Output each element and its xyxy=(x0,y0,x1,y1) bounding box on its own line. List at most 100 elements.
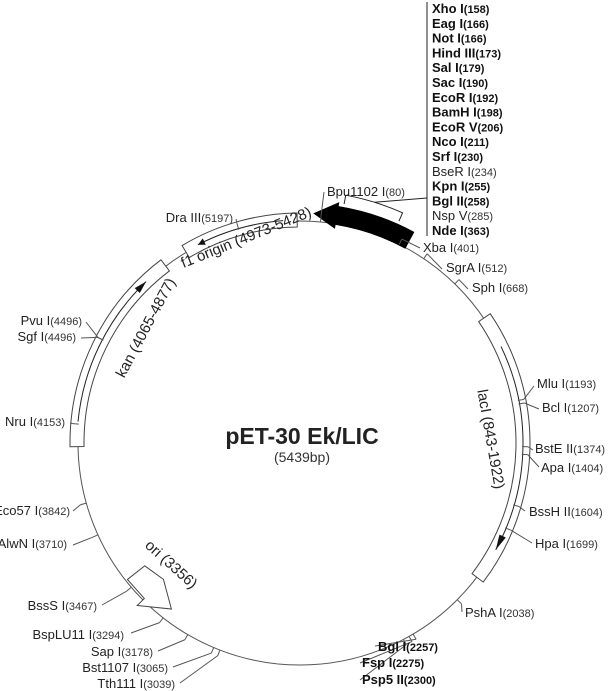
site-label: BssH II(1604) xyxy=(529,504,603,519)
site-label: Bst1107 I(3065) xyxy=(82,660,168,675)
enzyme-name: BssH II xyxy=(529,504,571,519)
mcs-site-label: Nde I(363) xyxy=(432,223,490,238)
enzyme-name: Psp5 II xyxy=(362,672,404,687)
cut-position: (198) xyxy=(477,108,503,120)
site-tick xyxy=(80,502,87,506)
cut-position: (190) xyxy=(462,78,488,90)
enzyme-name: Bgl I xyxy=(378,639,406,654)
enzyme-name: Xho I xyxy=(432,1,464,16)
enzyme-name: Hpa I xyxy=(535,536,566,551)
mcs-site-label: Eag I(166) xyxy=(432,16,489,31)
cut-position: (2300) xyxy=(404,675,436,687)
site-leader xyxy=(374,638,417,647)
site-label: Hpa I(1699) xyxy=(535,536,598,551)
site-tick xyxy=(126,586,132,592)
site-tick xyxy=(159,617,164,623)
leader-lines xyxy=(69,2,540,684)
feature-box-2: lacI (843-1922) xyxy=(471,313,531,583)
mcs-site-label: Hind III(173) xyxy=(432,45,501,60)
plasmid-size: (5439bp) xyxy=(274,449,330,465)
site-leader xyxy=(172,652,212,668)
enzyme-name: Bcl I xyxy=(542,400,567,415)
enzyme-name: SgrA I xyxy=(446,260,481,275)
enzyme-name: Pvu I xyxy=(21,313,51,328)
arrowhead-icon xyxy=(197,238,206,245)
site-label: PshA I(2038) xyxy=(465,605,534,620)
cut-position: (255) xyxy=(465,182,491,194)
site-label: Nru I(4153) xyxy=(5,414,65,429)
site-label: Sgf I(4496) xyxy=(17,329,76,344)
cut-position: (173) xyxy=(475,48,501,60)
site-tick xyxy=(92,534,99,538)
enzyme-name: Nco I xyxy=(432,134,464,149)
enzyme-name: Not I xyxy=(432,31,461,46)
site-tick xyxy=(408,636,413,642)
cut-position: (3039) xyxy=(143,679,175,691)
site-label: Apa I(1404) xyxy=(541,460,603,475)
site-label: Mlu I(1193) xyxy=(537,376,596,391)
enzyme-name: EcoR I xyxy=(432,90,472,105)
enzyme-name: Sac I xyxy=(432,75,462,90)
cut-position: (80) xyxy=(385,187,405,199)
cut-position: (363) xyxy=(464,226,490,238)
cut-position: (4153) xyxy=(33,417,65,429)
mcs-site-label: Bgl II(258) xyxy=(432,193,490,208)
cut-position: (1404) xyxy=(571,463,603,475)
site-tick xyxy=(184,634,189,641)
direction-line xyxy=(197,220,284,246)
enzyme-name: Eco57 I xyxy=(0,503,38,518)
mcs-site-label: Nsp V(285) xyxy=(432,208,493,223)
cut-position: (3178) xyxy=(121,647,153,659)
site-leader xyxy=(80,336,98,339)
enzyme-name: Hind III xyxy=(432,45,475,60)
site-leader xyxy=(72,504,81,512)
site-leader xyxy=(426,253,443,270)
site-label: AlwN I(3710) xyxy=(0,536,67,551)
site-leader xyxy=(518,506,526,512)
enzyme-name: BamH I xyxy=(432,105,477,120)
cut-position: (211) xyxy=(464,137,489,149)
enzyme-name: Mlu I xyxy=(537,376,565,391)
site-leader xyxy=(179,655,219,684)
site-tick xyxy=(456,599,462,605)
cut-position: (192) xyxy=(472,93,498,105)
mcs-leader xyxy=(374,197,428,203)
site-leader xyxy=(130,622,160,634)
mcs-site-label: EcoR I(192) xyxy=(432,90,498,105)
cut-position: (158) xyxy=(464,4,490,16)
cut-position: (166) xyxy=(461,34,487,46)
mcs-site-label: Kpn I(255) xyxy=(432,179,491,194)
feature-box xyxy=(181,212,298,259)
enzyme-name: Bst1107 I xyxy=(82,660,136,675)
enzyme-name: Sap I xyxy=(91,644,121,659)
cut-position: (1374) xyxy=(573,444,605,456)
cut-position: (285) xyxy=(467,211,493,223)
cut-position: (206) xyxy=(478,122,504,134)
site-label: Pvu I(4496) xyxy=(21,313,82,328)
cut-position: (1699) xyxy=(566,539,598,551)
site-tick xyxy=(504,527,511,531)
enzyme-name: Nru I xyxy=(5,414,33,429)
enzyme-name: Apa I xyxy=(541,460,571,475)
site-leader xyxy=(320,191,325,217)
cut-position: (3294) xyxy=(92,630,124,642)
site-label: Bpu1102 I(80) xyxy=(327,184,405,199)
cut-position: (668) xyxy=(502,283,528,295)
cut-position: (1193) xyxy=(565,379,596,391)
site-tick xyxy=(423,253,428,259)
site-tick xyxy=(210,647,215,654)
site-leader xyxy=(401,238,421,249)
enzyme-name: BspLU11 I xyxy=(32,627,92,642)
site-tick xyxy=(72,423,79,425)
cut-position: (2275) xyxy=(392,658,424,670)
cut-position: (4496) xyxy=(50,316,82,328)
site-tick xyxy=(398,238,403,245)
features-layer: f1 origin (4973-5428)kan (4065-4877)lacI… xyxy=(69,194,531,610)
solid-feature-arrow xyxy=(313,202,415,249)
cut-position: (179) xyxy=(459,63,485,75)
mcs-site-label: Sal I(179) xyxy=(432,60,485,75)
enzyme-name: Bgl II xyxy=(432,193,464,208)
site-tick xyxy=(517,398,524,401)
